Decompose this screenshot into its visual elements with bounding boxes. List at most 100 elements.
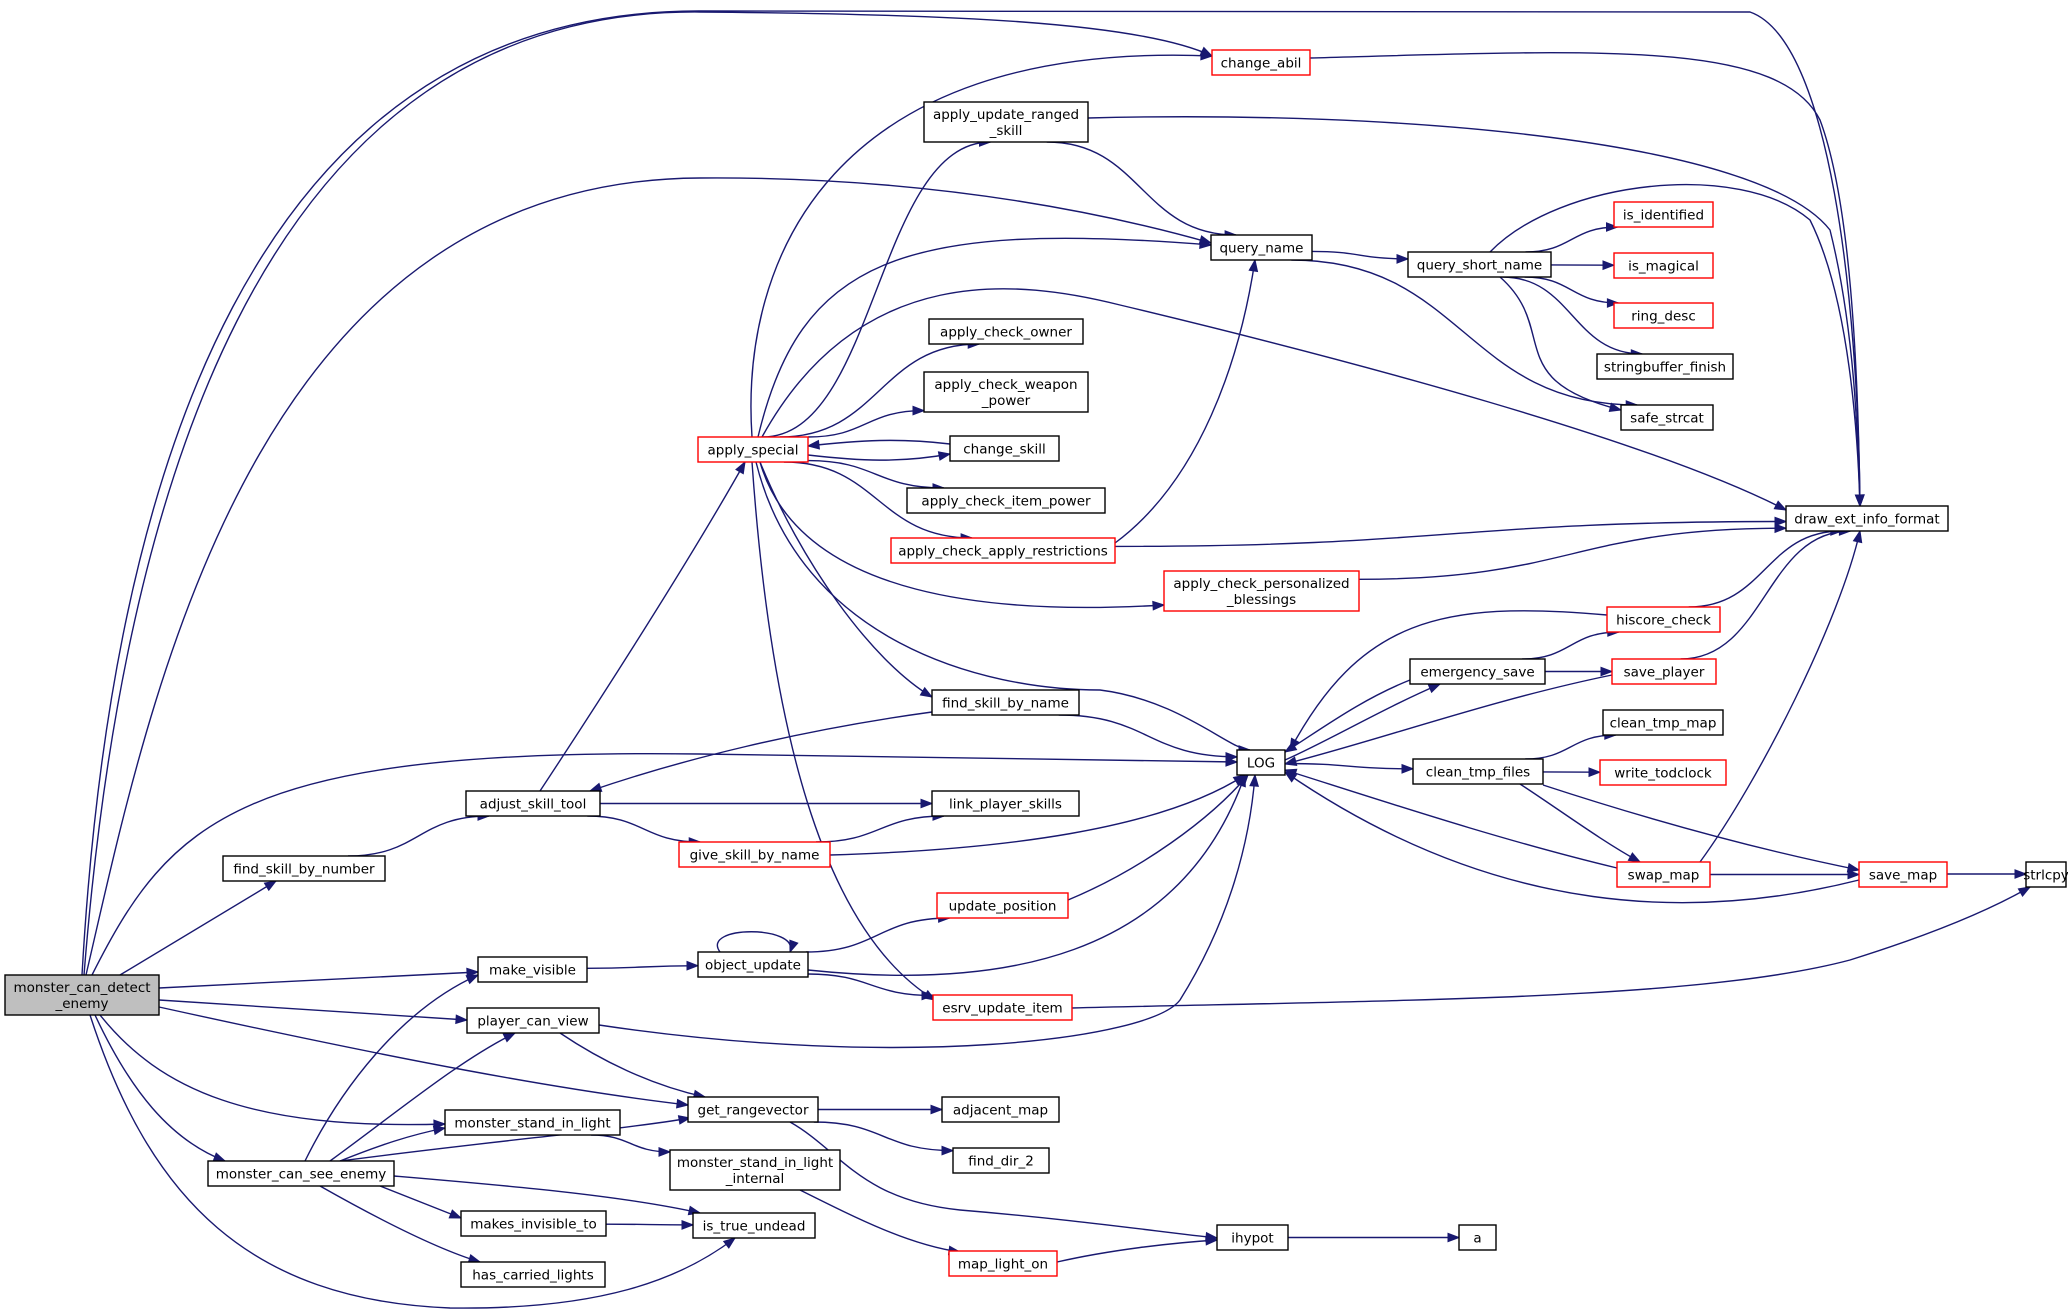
node-make-visible[interactable]: make_visible [477,956,588,983]
node-apply-check-owner[interactable]: apply_check_owner [928,318,1084,345]
node-give-skill-by-name[interactable]: give_skill_by_name [678,841,831,868]
node-box[interactable] [1602,709,1724,736]
node-monster-can-see-enemy[interactable]: monster_can_see_enemy [207,1160,395,1187]
node-root[interactable]: monster_can_detect_enemy [4,974,160,1016]
node-box[interactable] [465,790,601,817]
node-box[interactable] [932,994,1073,1021]
node-apply-check-weapon-power[interactable]: apply_check_weapon_power [923,371,1089,413]
node-clean-tmp-map[interactable]: clean_tmp_map [1602,709,1724,736]
node-is-identified[interactable]: is_identified [1613,201,1714,228]
node-box[interactable] [952,1147,1050,1174]
node-monster-stand-in-light-internal[interactable]: monster_stand_in_light_internal [669,1149,841,1191]
node-box[interactable] [1613,302,1714,329]
node-box[interactable] [1616,861,1711,888]
node-emergency-save[interactable]: emergency_save [1409,658,1546,685]
node-player-can-view[interactable]: player_can_view [466,1007,600,1034]
node-box[interactable] [1613,252,1714,279]
node-box[interactable] [477,956,588,983]
node-object-update[interactable]: object_update [697,951,809,978]
node-box[interactable] [931,689,1080,716]
node-save-player[interactable]: save_player [1611,658,1717,685]
node-update-position[interactable]: update_position [936,892,1069,919]
node-is-magical[interactable]: is_magical [1613,252,1714,279]
node-box[interactable] [460,1261,606,1288]
node-write-todclock[interactable]: write_todclock [1599,759,1727,786]
node-box[interactable] [1163,570,1360,612]
node-box[interactable] [1409,658,1546,685]
node-draw-ext-info-format[interactable]: draw_ext_info_format [1785,505,1949,532]
node-box[interactable] [669,1149,841,1191]
node-find-skill-by-name[interactable]: find_skill_by_name [931,689,1080,716]
node-box[interactable] [928,318,1084,345]
node-box[interactable] [4,974,160,1016]
node-save-map[interactable]: save_map [1858,861,1948,888]
node-ihypot[interactable]: ihypot [1216,1224,1289,1251]
node-change-abil[interactable]: change_abil [1211,49,1311,76]
node-adjacent-map[interactable]: adjacent_map [941,1096,1060,1123]
node-clean-tmp-files[interactable]: clean_tmp_files [1412,758,1544,785]
node-box[interactable] [1785,505,1949,532]
node-find-skill-by-number[interactable]: find_skill_by_number [222,855,386,882]
node-esrv-update-item[interactable]: esrv_update_item [932,994,1073,1021]
node-box[interactable] [1858,861,1948,888]
node-box[interactable] [1611,658,1717,685]
node-box[interactable] [1613,201,1714,228]
node-apply-check-item-power[interactable]: apply_check_item_power [906,487,1106,514]
node-box[interactable] [687,1096,819,1123]
node-apply-check-personalized-blessings[interactable]: apply_check_personalized_blessings [1163,570,1360,612]
node-box[interactable] [923,371,1089,413]
node-query-short-name[interactable]: query_short_name [1407,251,1552,278]
node-box[interactable] [697,951,809,978]
node-box[interactable] [1606,606,1721,633]
node-box[interactable] [1412,758,1544,785]
node-box[interactable] [444,1109,621,1136]
node-box[interactable] [466,1007,600,1034]
node-makes-invisible-to[interactable]: makes_invisible_to [460,1210,607,1237]
node-box[interactable] [1211,49,1311,76]
node-ring-desc[interactable]: ring_desc [1613,302,1714,329]
node-swap-map[interactable]: swap_map [1616,861,1711,888]
node-apply-update-ranged-skill[interactable]: apply_update_ranged_skill [923,101,1089,143]
node-box[interactable] [1236,749,1286,776]
node-box[interactable] [1620,404,1714,431]
node-box[interactable] [207,1160,395,1187]
node-hiscore-check[interactable]: hiscore_check [1606,606,1721,633]
node-safe-strcat[interactable]: safe_strcat [1620,404,1714,431]
node-is-true-undead[interactable]: is_true_undead [692,1212,816,1239]
node-get-rangevector[interactable]: get_rangevector [687,1096,819,1123]
node-has-carried-lights[interactable]: has_carried_lights [460,1261,606,1288]
node-box[interactable] [460,1210,607,1237]
node-box[interactable] [1407,251,1552,278]
node-box[interactable] [678,841,831,868]
node-query-name[interactable]: query_name [1210,234,1313,261]
node-box[interactable] [1599,759,1727,786]
node-box[interactable] [949,435,1060,462]
node-box[interactable] [948,1250,1058,1277]
node-box[interactable] [1210,234,1313,261]
node-box[interactable] [890,537,1116,564]
node-box[interactable] [936,892,1069,919]
node-box[interactable] [692,1212,816,1239]
node-strlcpy[interactable]: strlcpy [2023,861,2068,888]
node-box[interactable] [1596,353,1734,380]
node-box[interactable] [222,855,386,882]
node-box[interactable] [697,436,809,463]
node-LOG[interactable]: LOG [1236,749,1286,776]
node-box[interactable] [906,487,1106,514]
node-box[interactable] [1458,1224,1497,1251]
node-box[interactable] [2025,861,2067,888]
node-a[interactable]: a [1458,1224,1497,1251]
node-link-player-skills[interactable]: link_player_skills [931,790,1080,817]
node-box[interactable] [941,1096,1060,1123]
node-apply-special[interactable]: apply_special [697,436,809,463]
node-change-skill[interactable]: change_skill [949,435,1060,462]
node-stringbuffer-finish[interactable]: stringbuffer_finish [1596,353,1734,380]
node-adjust-skill-tool[interactable]: adjust_skill_tool [465,790,601,817]
node-apply-check-apply-restrictions[interactable]: apply_check_apply_restrictions [890,537,1116,564]
node-map-light-on[interactable]: map_light_on [948,1250,1058,1277]
node-box[interactable] [931,790,1080,817]
node-monster-stand-in-light[interactable]: monster_stand_in_light [444,1109,621,1136]
node-box[interactable] [1216,1224,1289,1251]
node-find-dir-2[interactable]: find_dir_2 [952,1147,1050,1174]
node-box[interactable] [923,101,1089,143]
